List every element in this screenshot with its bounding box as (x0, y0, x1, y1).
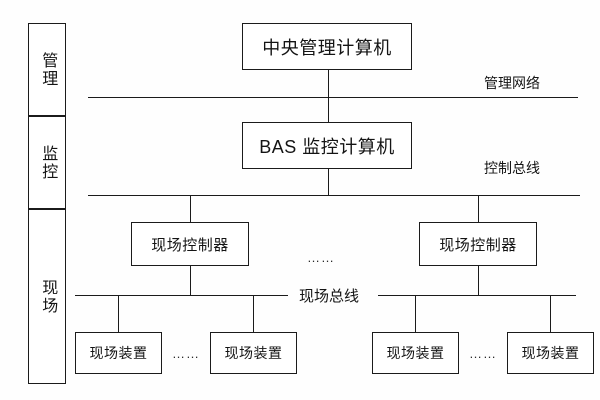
link-field-bus-to-device-3 (415, 295, 416, 332)
link-controller-right-to-field-bus (478, 266, 479, 295)
node-field-device-4[interactable]: 现场装置 (507, 332, 594, 374)
link-central-to-management-network (328, 70, 329, 122)
bus-field-segment-left (75, 295, 288, 296)
bus-field-segment-right (378, 295, 576, 296)
node-field-controller-left-label: 现场控制器 (151, 236, 229, 254)
ellipsis-devices-right: …… (469, 346, 497, 361)
link-field-bus-to-device-1 (118, 295, 119, 332)
node-field-controller-right-label: 现场控制器 (439, 236, 517, 254)
node-field-controller-right[interactable]: 现场控制器 (419, 222, 537, 266)
bus-field-label: 现场总线 (295, 285, 364, 306)
stage-supervisory: 监控 (28, 116, 66, 209)
ellipsis-devices-left: …… (172, 346, 200, 361)
stage-management: 管理 (28, 23, 66, 116)
stage-supervisory-label: 监控 (39, 144, 57, 181)
node-field-device-2-label: 现场装置 (224, 345, 283, 361)
link-field-bus-to-device-4 (550, 295, 551, 332)
node-field-device-4-label: 现场装置 (521, 345, 580, 361)
bus-management-network (88, 97, 578, 98)
link-control-bus-to-controller-right (478, 195, 479, 222)
node-bas-supervisory-computer-label: BAS 监控计算机 (259, 136, 395, 157)
link-bas-to-control-bus (328, 169, 329, 196)
stage-management-label: 管理 (39, 51, 57, 88)
ellipsis-between-controllers: …… (307, 250, 335, 265)
bus-management-network-label: 管理网络 (484, 73, 540, 93)
node-field-device-2[interactable]: 现场装置 (210, 332, 297, 374)
node-field-controller-left[interactable]: 现场控制器 (131, 222, 249, 266)
node-bas-supervisory-computer[interactable]: BAS 监控计算机 (242, 122, 412, 169)
node-field-device-1[interactable]: 现场装置 (75, 332, 162, 374)
link-control-bus-to-controller-left (190, 195, 191, 222)
stage-field-label: 现场 (39, 278, 57, 315)
node-field-device-3-label: 现场装置 (386, 345, 445, 361)
bus-control (88, 195, 580, 196)
link-controller-left-to-field-bus (190, 266, 191, 295)
node-field-device-3[interactable]: 现场装置 (372, 332, 459, 374)
link-field-bus-to-device-2 (253, 295, 254, 332)
stage-field: 现场 (28, 209, 66, 384)
node-field-device-1-label: 现场装置 (89, 345, 148, 361)
bus-control-label: 控制总线 (484, 158, 540, 178)
node-central-management-computer[interactable]: 中央管理计算机 (242, 23, 412, 70)
node-central-management-computer-label: 中央管理计算机 (262, 37, 392, 58)
